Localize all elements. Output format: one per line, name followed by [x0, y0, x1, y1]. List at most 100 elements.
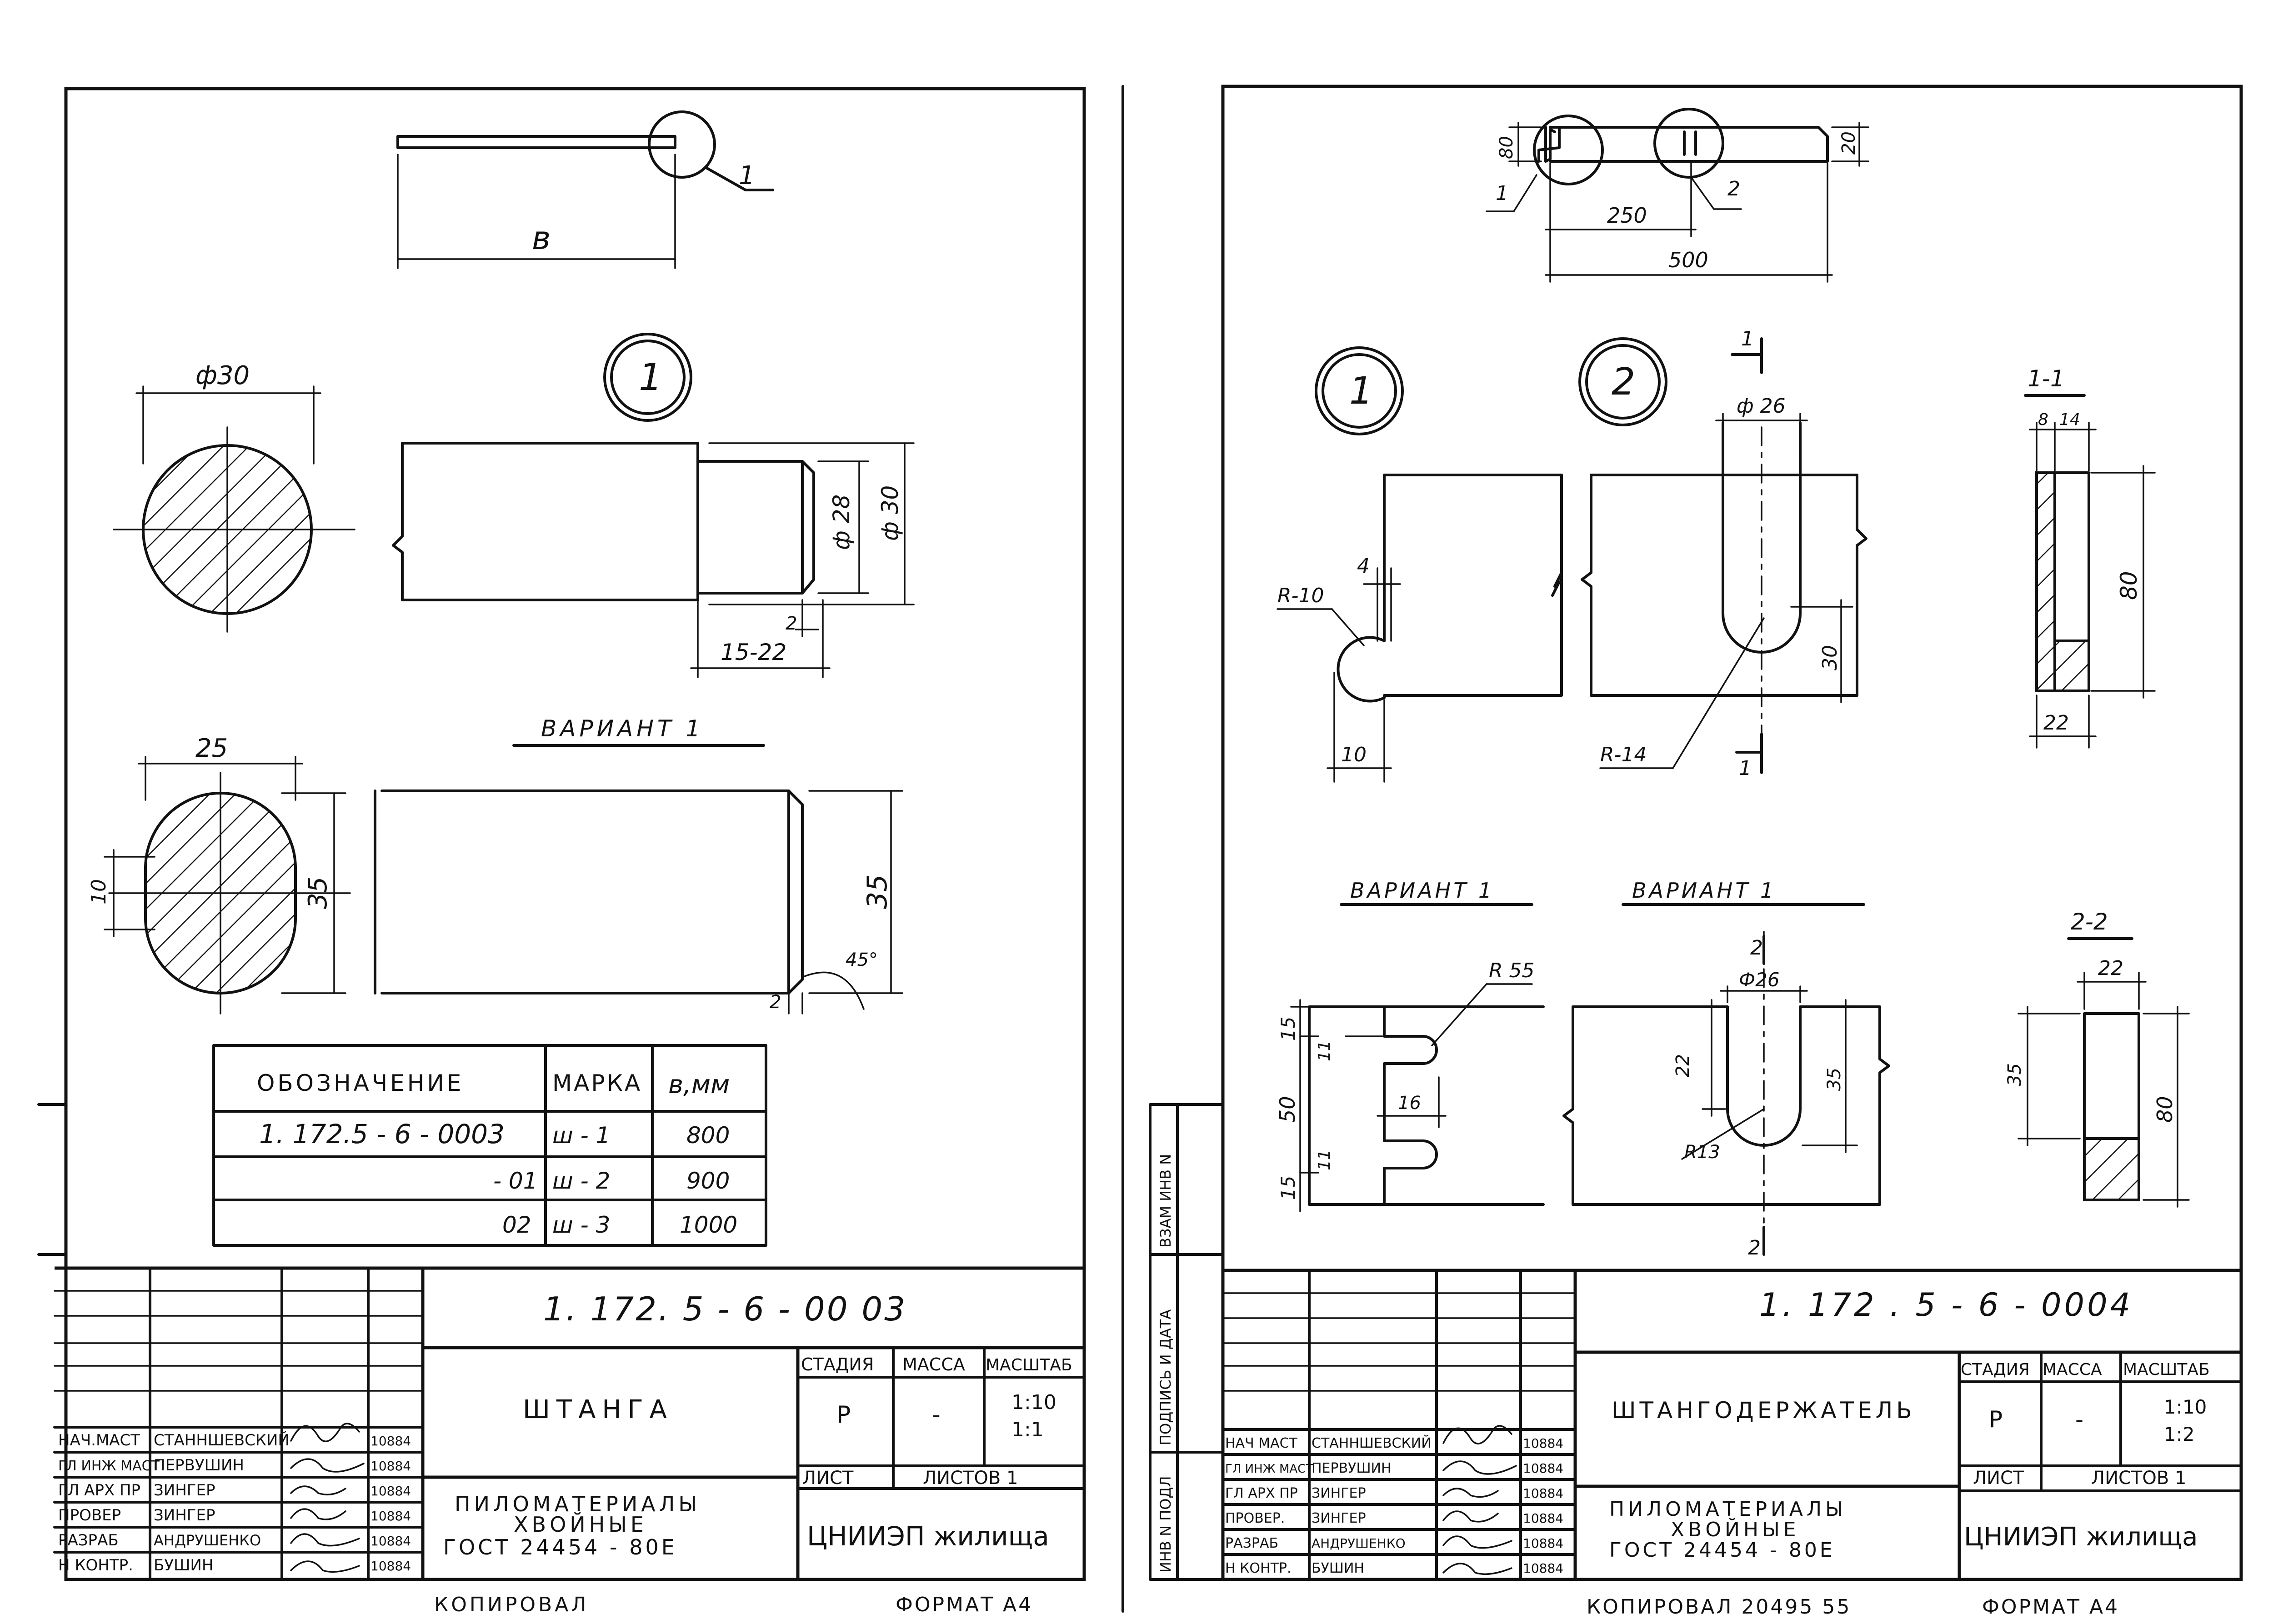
stamp-date: 10884 — [370, 1534, 411, 1549]
stamp-title: ШТАНГА — [523, 1395, 673, 1424]
stamp-role: НАЧ МАСТ — [1225, 1435, 1298, 1451]
callout-1-outer — [603, 333, 692, 422]
stamp-role: ГЛ ИНЖ МАСТ — [58, 1458, 160, 1474]
table-cell: ш - 1 — [552, 1122, 610, 1149]
r10-label: R-10 — [1277, 584, 1324, 607]
dim-4-label: 4 — [1357, 555, 1370, 578]
stamp-role: ПРОВЕР. — [1225, 1510, 1285, 1526]
dim-15b-label: 15 — [1277, 1176, 1299, 1200]
stamp-name: АНДРУШЕНКО — [1312, 1536, 1406, 1551]
stamp-role: Н КОНТР. — [58, 1556, 133, 1574]
dim-30-label: 30 — [1818, 645, 1842, 670]
stamp-material-3: ГОСТ 24454 - 80Е — [443, 1535, 677, 1559]
variant-a-label: ВАРИАНТ 1 — [1350, 878, 1494, 903]
cut-2-label: 2 — [1750, 936, 1763, 959]
table-cell: 800 — [686, 1122, 730, 1149]
stamp-stage: Р — [836, 1401, 851, 1429]
dim-14-label: 14 — [2059, 410, 2080, 429]
cut-2b-label: 2 — [1748, 1236, 1761, 1259]
stamp-org: ЦНИИЭП жилища — [807, 1521, 1049, 1552]
dim-22-label: 22 — [2043, 711, 2069, 735]
stamp-date: 10884 — [370, 1509, 411, 1524]
section-1-1: 1-1 8 14 80 22 — [2024, 365, 2156, 749]
dim-11a-label: 11 — [1315, 1040, 1334, 1061]
table-header-length: в,мм — [668, 1070, 730, 1099]
stamp-date: 10884 — [1523, 1461, 1563, 1476]
callout-2-outer — [1578, 337, 1667, 426]
cut-1-label: 1 — [1741, 327, 1754, 350]
callout-1-label: 1 — [639, 356, 662, 399]
stamp-scale-header: МАСШТАБ — [986, 1356, 1072, 1374]
stamp-date: 10884 — [370, 1484, 411, 1499]
stamp-doc-number: 1. 172. 5 - 6 - 00 03 — [543, 1290, 907, 1328]
right-sheet: ИНВ N ПОДЛ ПОДПИСЬ И ДАТА ВЗАМ ИНВ N 80 … — [1149, 85, 2243, 1619]
dim-35-label: 35 — [1824, 1068, 1845, 1091]
dim-b-label: в — [532, 220, 551, 257]
side-view-variant: 35 45° 2 — [374, 790, 903, 1014]
dim-15a-label: 15 — [1277, 1017, 1299, 1041]
stamp-name: ПЕРВУШИН — [154, 1456, 244, 1474]
stamp-name: АНДРУШЕНКО — [154, 1532, 261, 1549]
oval-10-label: 10 — [87, 879, 110, 904]
stamp-scale-1: 1:10 — [2164, 1396, 2207, 1418]
chamfer-2-label: 2 — [770, 992, 781, 1013]
stamp-sheet-header: ЛИСТ — [1973, 1468, 2024, 1489]
r14-label: R-14 — [1600, 743, 1647, 766]
stamp-material-3: ГОСТ 24454 - 80Е — [1609, 1539, 1835, 1562]
dia30-section-label: ф30 — [195, 361, 250, 390]
table-header-mark: МАРКА — [552, 1070, 642, 1096]
stamp-stage-header: СТАДИЯ — [1961, 1360, 2030, 1379]
stamp-name: ЗИНГЕР — [154, 1506, 215, 1524]
dim-35c-label: 35 — [2004, 1063, 2025, 1086]
dim-22c-label: 22 — [2098, 957, 2123, 980]
stamp-name: ЗИНГЕР — [154, 1481, 215, 1499]
stamp-name: ЗИНГЕР — [1312, 1510, 1366, 1526]
stamp-date: 10884 — [1523, 1436, 1563, 1451]
dim-500-label: 500 — [1668, 248, 1708, 272]
stamp-sheets-header: ЛИСТОВ 1 — [2091, 1468, 2186, 1489]
dim-16-label: 16 — [1398, 1093, 1421, 1114]
stamp-role: РАЗРАБ — [58, 1531, 119, 1549]
side-label-strip: ИНВ N ПОДЛ ПОДПИСЬ И ДАТА ВЗАМ ИНВ N — [1149, 1103, 1224, 1581]
stamp-name: ПЕРВУШИН — [1312, 1460, 1392, 1476]
stamp-mass: - — [932, 1401, 941, 1429]
bottom-format-label: ФОРМАТ А4 — [896, 1593, 1033, 1616]
stamp-date: 10884 — [370, 1459, 411, 1474]
dim-80-label: 80 — [1496, 136, 1517, 159]
stamp-mass-header: МАССА — [902, 1354, 965, 1374]
leader-2-label: 2 — [1727, 177, 1740, 200]
bottom-copied-label: КОПИРОВАЛ 20495 55 — [1587, 1595, 1851, 1619]
stamp-material-1: ПИЛОМАТЕРИАЛЫ — [455, 1492, 701, 1516]
bar-end-detail: ф 28 ф 30 15-22 2 — [392, 442, 915, 678]
table-cell: - 01 — [493, 1168, 538, 1194]
stamp-scale-header: МАСШТАБ — [2123, 1360, 2210, 1379]
bottom-format-label: ФОРМАТ А4 — [1982, 1595, 2119, 1619]
stamp-date: 10884 — [1523, 1536, 1563, 1551]
angle-label: 45° — [846, 949, 878, 970]
stamp-sheet-header: ЛИСТ — [802, 1468, 854, 1489]
holder-top-view: 80 20 1 2 250 500 — [1486, 108, 1869, 283]
stamp-role: ГЛ ИНЖ МАСТ — [1225, 1462, 1313, 1476]
leader-1-label: 1 — [1496, 182, 1508, 205]
dim-11b-label: 11 — [1315, 1149, 1334, 1170]
variant-a-fork: 15 11 50 11 15 16 R 55 — [1275, 959, 1545, 1212]
stamp-name: ЗИНГЕР — [1312, 1485, 1366, 1501]
stamp-name: СТАННШЕВСКИЙ — [154, 1431, 290, 1449]
variant-b-slot: Ф26 2 22 35 R13 2 — [1562, 931, 1890, 1259]
stamp-date: 10884 — [370, 1559, 411, 1574]
table-cell: 1. 172.5 - 6 - 0003 — [259, 1119, 505, 1149]
bar-top-view: 1 в — [396, 110, 774, 269]
callout-2-label: 2 — [1612, 360, 1635, 404]
oval-section: 25 10 35 — [87, 734, 351, 1014]
table-cell: 900 — [686, 1168, 730, 1194]
stamp-role: НАЧ.МАСТ — [58, 1431, 140, 1449]
dim-2-label: 2 — [786, 613, 797, 634]
section-2-2-label: 2-2 — [2071, 909, 2108, 935]
stamp-material-1: ПИЛОМАТЕРИАЛЫ — [1609, 1498, 1847, 1521]
leader-1-label: 1 — [739, 161, 755, 190]
dim-50-label: 50 — [1275, 1096, 1300, 1123]
right-frame — [1221, 85, 2243, 1581]
r13-label: R13 — [1684, 1142, 1720, 1163]
table-cell: 02 — [502, 1212, 531, 1238]
